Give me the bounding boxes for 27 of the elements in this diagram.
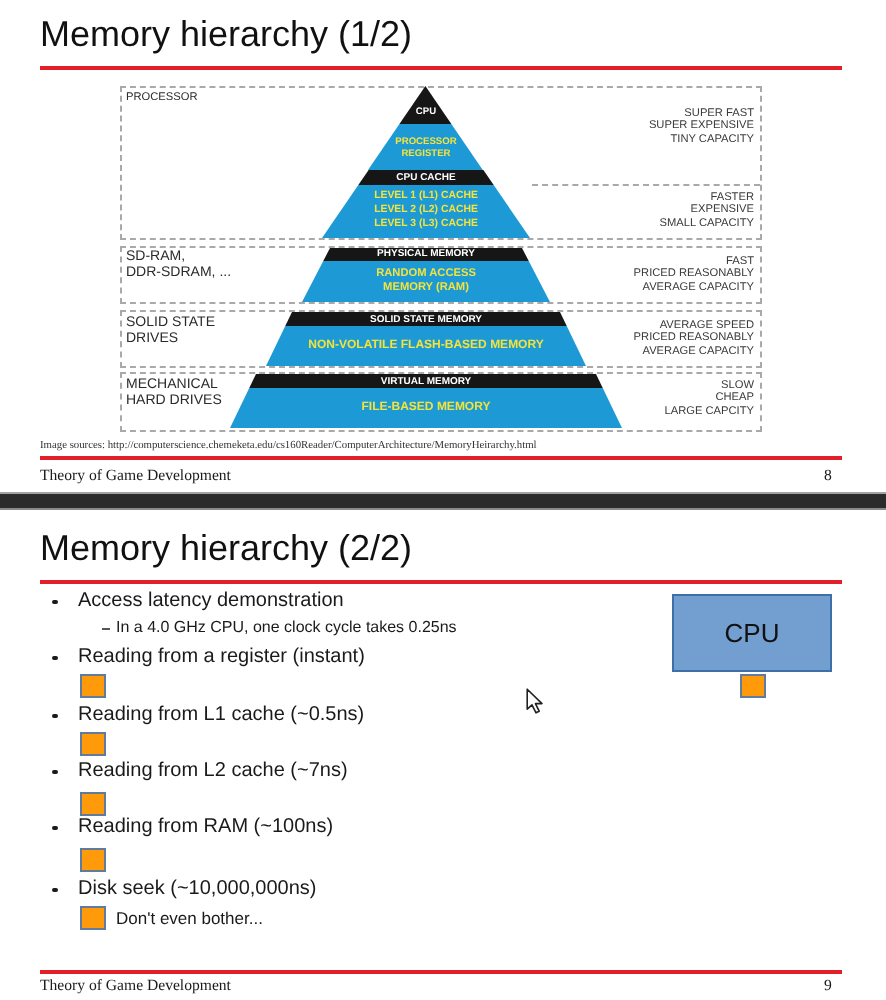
data-block xyxy=(80,848,106,872)
pyramid-tier xyxy=(266,312,586,366)
sub-bullet-text: In a 4.0 GHz CPU, one clock cycle takes 0.25ns xyxy=(116,618,457,638)
dashed-region xyxy=(120,310,762,368)
pyramid-tier xyxy=(230,374,622,428)
bullet-text: Reading from RAM (~100ns) xyxy=(78,816,334,840)
bullet-text: Reading from L1 cache (~0.5ns) xyxy=(78,704,365,728)
dashed-region xyxy=(120,372,762,432)
dashed-region xyxy=(120,246,762,304)
slide-title: Memory hierarchy (2/2) xyxy=(40,526,413,570)
bullet-text: Reading from L2 cache (~7ns) xyxy=(78,760,348,784)
pyramid-tier xyxy=(368,86,484,170)
cpu-label: CPU xyxy=(724,618,780,648)
dashed-region xyxy=(120,86,762,240)
cpu-box xyxy=(672,594,832,672)
pyramid-tier xyxy=(322,170,530,238)
bullet-text: Reading from a register (instant) xyxy=(78,646,365,670)
data-block xyxy=(80,674,106,698)
bullet-text: Disk seek (~10,000,000ns) xyxy=(78,878,317,902)
pyramid-tier xyxy=(302,248,550,302)
note-text: Don't even bother... xyxy=(116,906,263,930)
data-block xyxy=(740,674,766,698)
slide-title: Memory hierarchy (1/2) xyxy=(40,12,413,56)
data-block xyxy=(80,906,106,930)
data-block xyxy=(80,732,106,756)
bullet-text: Access latency demonstration xyxy=(78,590,344,614)
data-block xyxy=(80,792,106,816)
